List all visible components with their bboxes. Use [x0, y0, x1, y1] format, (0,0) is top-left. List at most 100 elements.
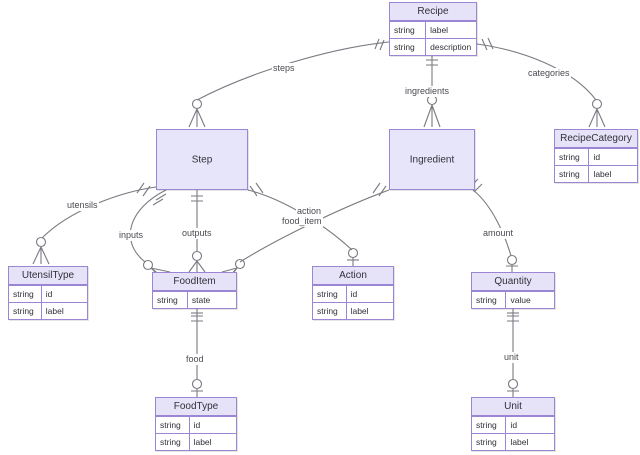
crowsfoot-outputs-many	[188, 260, 206, 273]
attribute-row: string id	[156, 416, 236, 433]
entity-title: Action	[313, 267, 393, 285]
attribute-type: string	[153, 292, 188, 308]
crowsfoot-unit-zero	[507, 378, 519, 390]
crowsfoot-action-zero	[347, 247, 359, 259]
entity-ingredient[interactable]: Ingredient	[389, 129, 475, 190]
attribute-name: label	[593, 169, 612, 179]
crowsfoot-steps-many	[188, 108, 206, 128]
attribute-row: string id	[9, 285, 87, 302]
edge-label-action: action	[296, 206, 323, 217]
crowsfoot-steps-one	[374, 38, 385, 51]
edge-label-categories: categories	[527, 68, 571, 79]
edge-label-food: food	[185, 354, 205, 365]
attribute-row: string label	[390, 21, 476, 38]
crowsfoot-food-line	[191, 389, 203, 397]
attribute-row: string description	[390, 38, 476, 55]
attribute-type: string	[472, 417, 507, 433]
crowsfoot-ingredients-one	[426, 59, 438, 66]
attribute-row: string label	[9, 302, 87, 319]
crowsfoot-outputs-one	[191, 195, 203, 202]
entity-fooditem[interactable]: FoodItem string state	[152, 272, 237, 309]
crowsfoot-ingredients-many	[423, 104, 441, 128]
attribute-type: string	[9, 286, 42, 302]
edge-label-food-item: food_item	[281, 216, 323, 227]
crowsfoot-food-item-one	[372, 182, 387, 197]
entity-title: RecipeCategory	[555, 130, 637, 148]
crowsfoot-utensils-zero	[35, 236, 47, 248]
attribute-row: string value	[472, 291, 554, 308]
attribute-row: string label	[313, 302, 393, 319]
attribute-type: string	[156, 417, 190, 433]
crowsfoot-unit-one	[507, 315, 519, 322]
edge-label-amount: amount	[482, 228, 515, 239]
attribute-name: id	[510, 420, 518, 430]
entity-recipe[interactable]: Recipe string label string description	[389, 2, 477, 56]
edge-label-outputs: outputs	[181, 228, 213, 239]
entity-utensiltype[interactable]: UtensilType string id string label	[8, 266, 88, 320]
attribute-row: string id	[313, 285, 393, 302]
entity-title: FoodType	[156, 398, 236, 416]
crowsfoot-food-item-zero	[234, 258, 246, 270]
entity-title: UtensilType	[9, 267, 87, 285]
crowsfoot-inputs-zero	[142, 259, 154, 271]
attribute-name: label	[45, 306, 64, 316]
attribute-type: string	[390, 39, 427, 55]
crowsfoot-unit-line	[507, 389, 519, 397]
attribute-name: value	[510, 295, 531, 305]
edge-label-utensils: utensils	[66, 200, 99, 211]
attribute-name: label	[430, 25, 449, 35]
edge-label-inputs: inputs	[118, 230, 145, 241]
crowsfoot-steps-zero	[191, 98, 203, 110]
attribute-type: string	[156, 434, 190, 450]
crowsfoot-categories-zero	[591, 98, 603, 110]
crowsfoot-outputs-zero	[191, 250, 203, 262]
entity-title: Step	[191, 154, 213, 165]
attribute-type: string	[555, 166, 590, 182]
attribute-name: id	[350, 289, 358, 299]
crowsfoot-utensils-many	[32, 246, 50, 265]
entity-title: Unit	[472, 398, 554, 416]
crowsfoot-categories-many	[588, 108, 606, 128]
crowsfoot-food-one	[191, 315, 203, 322]
entity-title: Quantity	[472, 273, 554, 291]
crowsfoot-food-zero	[191, 378, 203, 390]
attribute-row: string state	[153, 291, 236, 308]
entity-step[interactable]: Step	[156, 129, 248, 190]
attribute-row: string label	[472, 433, 554, 450]
attribute-type: string	[555, 149, 590, 165]
entity-recipecategory[interactable]: RecipeCategory string id string label	[554, 129, 638, 183]
entity-title: FoodItem	[153, 273, 236, 291]
crowsfoot-categories-one	[481, 37, 494, 51]
attribute-name: label	[510, 437, 529, 447]
crowsfoot-inputs-one	[152, 193, 167, 206]
crowsfoot-action-one	[249, 182, 264, 197]
crowsfoot-utensils-one	[136, 182, 151, 197]
attribute-row: string id	[472, 416, 554, 433]
entity-foodtype[interactable]: FoodType string id string label	[155, 397, 237, 451]
attribute-type: string	[390, 22, 427, 38]
attribute-type: string	[9, 303, 42, 319]
attribute-type: string	[313, 303, 347, 319]
edge-label-ingredients: ingredients	[404, 86, 451, 97]
attribute-name: id	[593, 152, 601, 162]
attribute-type: string	[313, 286, 347, 302]
entity-title: Ingredient	[409, 154, 455, 165]
edge-inputs	[129, 189, 167, 263]
edge-amount	[472, 189, 512, 257]
entity-action[interactable]: Action string id string label	[312, 266, 394, 320]
attribute-type: string	[472, 292, 507, 308]
attribute-name: label	[193, 437, 212, 447]
crowsfoot-amount-line	[506, 265, 518, 272]
attribute-name: label	[350, 306, 369, 316]
attribute-row: string label	[555, 165, 637, 182]
edge-label-steps: steps	[272, 63, 296, 74]
crowsfoot-amount-zero	[506, 254, 518, 266]
entity-quantity[interactable]: Quantity string value	[471, 272, 555, 309]
attribute-name: id	[193, 420, 201, 430]
attribute-row: string label	[156, 433, 236, 450]
attribute-type: string	[472, 434, 507, 450]
entity-unit[interactable]: Unit string id string label	[471, 397, 555, 451]
edge-label-unit: unit	[503, 352, 520, 363]
attribute-name: id	[45, 289, 53, 299]
